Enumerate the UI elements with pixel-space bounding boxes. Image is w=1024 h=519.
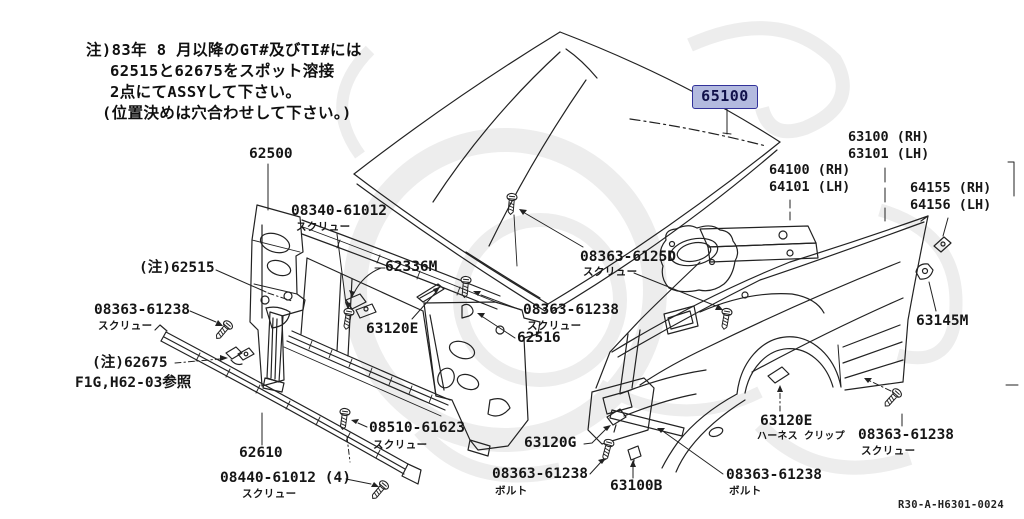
- callout-63100B: 63100B: [610, 478, 663, 494]
- screw-icon: [504, 192, 518, 216]
- callout-08363-61238-left: 08363-61238: [94, 302, 191, 318]
- screw-icon: [718, 307, 734, 331]
- callout-64155-RH: 64155 (RH): [910, 180, 992, 196]
- note-line-2: 62515と62675をスポット溶接: [110, 62, 335, 80]
- callout-08363-61238-right-kind: スクリュー: [861, 445, 916, 457]
- callout-64101-LH: 64101 (LH): [769, 179, 851, 195]
- screw-icon: [368, 478, 391, 503]
- arrowheads: [215, 209, 872, 487]
- callout-08340-61012-kind: スクリュー: [296, 221, 351, 233]
- callout-64156-LH: 64156 (LH): [910, 197, 992, 213]
- callout-08363-61238-right: 08363-61238: [858, 427, 955, 443]
- callout-08363-6125D-kind: スクリュー: [583, 266, 638, 278]
- callout-08363-61238-bottom-mid-kind: ボルト: [495, 485, 528, 497]
- note-line-1: 注)83年 8 月以降のGT#及びTI#には: [86, 41, 362, 59]
- screw-icon: [881, 386, 904, 410]
- callout-63100-RH: 63100 (RH): [848, 129, 930, 145]
- callout-62675: (注)62675: [92, 355, 168, 371]
- lower-tie-bar: [154, 324, 422, 485]
- callout-62516: 62516: [517, 330, 561, 346]
- note-line-4: (位置決めは穴合わせして下さい。): [102, 104, 352, 122]
- callout-08363-61238-bolt: 08363-61238: [726, 467, 823, 483]
- callout-08363-61238-mid-kind: スクリュー: [527, 320, 582, 332]
- highlighted-part-65100[interactable]: 65100: [692, 85, 758, 109]
- callout-08363-61238-bolt-kind: ボルト: [729, 485, 762, 497]
- callout-62336M: 62336M: [385, 259, 438, 275]
- hood-panel: [353, 31, 781, 312]
- callout-08440-61012-kind: スクリュー: [242, 488, 297, 500]
- watermark: [336, 21, 963, 483]
- callout-64100-RH: 64100 (RH): [769, 162, 851, 178]
- callout-08510-61623: 08510-61623: [369, 420, 466, 436]
- callout-08340-61012: 08340-61012: [291, 203, 388, 219]
- callout-08363-61238-bottom-mid: 08363-61238: [492, 466, 589, 482]
- front-fender: [611, 215, 929, 473]
- callout-63101-LH: 63101 (LH): [848, 146, 930, 162]
- callout-63120G: 63120G: [524, 435, 577, 451]
- callout-08363-6125D: 08363-6125D: [580, 249, 677, 265]
- callout-08363-61238-left-kind: スクリュー: [98, 320, 153, 332]
- note-line-3: 2点にてASSYして下さい。: [110, 83, 302, 101]
- callout-63120E-right: 63120E: [760, 413, 813, 429]
- callout-08510-61623-kind: スクリュー: [373, 439, 428, 451]
- callout-08440-61012: 08440-61012 (4): [220, 470, 351, 486]
- callout-62610: 62610: [239, 445, 283, 461]
- diagram-ref-code: R30-A-H6301-0024: [898, 499, 1004, 511]
- callout-62500: 62500: [249, 146, 293, 162]
- callout-63120E-center: 63120E: [366, 321, 419, 337]
- screw-icon: [599, 437, 616, 462]
- callout-63120E-right-kind: ハーネス クリップ: [757, 431, 845, 442]
- callout-63145M: 63145M: [916, 313, 969, 329]
- callout-08363-61238-mid: 08363-61238: [523, 302, 620, 318]
- hoodledge-apron: [587, 225, 825, 445]
- screw-icon: [337, 407, 351, 431]
- callout-62515: (注)62515: [139, 260, 215, 276]
- callout-fig-ref: F1G,H62-03参照: [75, 375, 192, 391]
